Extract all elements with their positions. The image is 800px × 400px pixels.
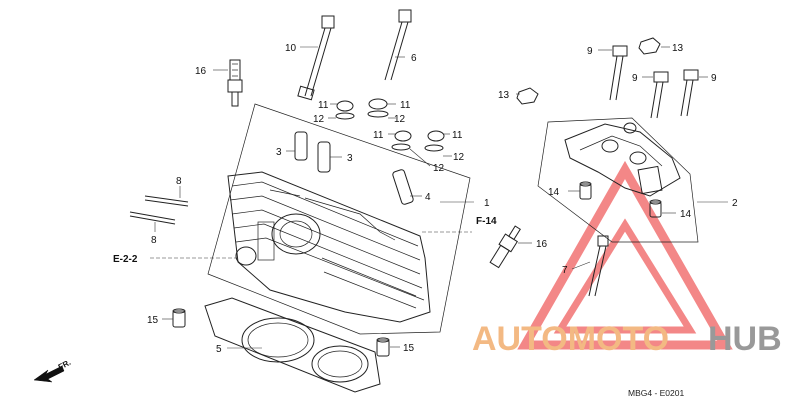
callout-9: 9: [632, 73, 638, 84]
callout-13: 13: [672, 43, 684, 54]
callout-5: 5: [216, 344, 222, 355]
watermark-triangle-outer: [517, 160, 733, 350]
stud-pins: [129, 195, 189, 225]
oil-bolt: [297, 15, 335, 101]
callout-12: 12: [394, 114, 406, 125]
head-gasket: [204, 297, 381, 393]
callout-9: 9: [587, 46, 593, 57]
callout-3: 3: [276, 147, 282, 158]
callout-12: 12: [313, 114, 325, 125]
front-label: FR.: [57, 358, 73, 372]
callout-13: 13: [498, 90, 510, 101]
callout-11: 11: [373, 130, 384, 141]
callout-16: 16: [536, 239, 548, 250]
callout-7: 7: [562, 265, 568, 276]
callout-10: 10: [285, 43, 297, 54]
cylinder-head-group-outline: [207, 103, 471, 335]
callout-numbers: 16 10 6 11 11 12 12 11 11 3 3 12 12 8 8 …: [147, 43, 738, 355]
leader-lines: [150, 46, 728, 349]
callout-14: 14: [680, 209, 692, 220]
callout-3: 3: [347, 153, 353, 164]
front-arrow: FR.: [33, 358, 73, 383]
watermark: AUTOMOTO HUB: [472, 160, 782, 358]
reference-e-2-2: E-2-2: [113, 254, 138, 265]
callout-6: 6: [411, 53, 417, 64]
callout-12: 12: [453, 152, 465, 163]
watermark-text-automoto: AUTOMOTO: [472, 320, 669, 358]
stud-bolt: [384, 9, 412, 81]
callout-11: 11: [452, 130, 463, 141]
flange-nuts: [516, 37, 661, 105]
valve-guide-4: [392, 169, 414, 205]
callout-9: 9: [711, 73, 717, 84]
valve-seals: [335, 98, 445, 152]
watermark-triangle-inner: [553, 218, 697, 334]
callout-12: 12: [433, 163, 445, 174]
callout-1: 1: [484, 198, 490, 209]
drawing-code: MBG4 - E0201: [628, 388, 684, 398]
rocker-bolts: [609, 45, 699, 119]
callout-8: 8: [176, 176, 182, 187]
callout-11: 11: [400, 100, 411, 111]
reference-f-14: F-14: [476, 216, 497, 227]
spark-plug-lower: [489, 225, 521, 269]
long-bolt: [588, 235, 609, 297]
callout-4: 4: [425, 192, 431, 203]
rocker-arm-holder: [564, 122, 681, 197]
spark-plug-upper: [227, 59, 243, 107]
cylinder-head: [227, 171, 431, 323]
callout-15: 15: [403, 343, 415, 354]
callout-15: 15: [147, 315, 159, 326]
rocker-group-outline: [537, 117, 699, 243]
valve-guides: [294, 131, 331, 173]
callout-2: 2: [732, 198, 738, 209]
rocker-dowels: [579, 181, 662, 218]
callout-14: 14: [548, 187, 560, 198]
watermark-text-hub: HUB: [708, 320, 782, 358]
callout-16: 16: [195, 66, 207, 77]
callout-11: 11: [318, 100, 329, 111]
callout-8: 8: [151, 235, 157, 246]
